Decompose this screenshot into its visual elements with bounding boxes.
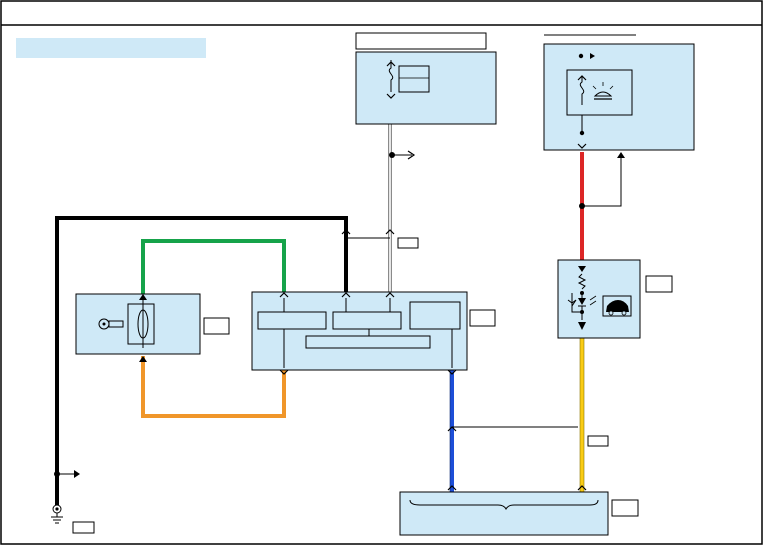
connector-tag-central xyxy=(469,309,496,327)
fuse-box-module xyxy=(355,51,497,125)
ground-icon xyxy=(51,504,63,524)
central-sub-block-3 xyxy=(409,301,461,330)
ignition-coil-frame xyxy=(127,303,155,345)
connector-tag-yellow xyxy=(587,435,609,447)
central-sub-block-2 xyxy=(332,311,402,330)
central-out-arrow-left xyxy=(279,369,289,375)
diode-icon xyxy=(567,293,597,313)
wire-black xyxy=(55,216,348,505)
resistor-icon xyxy=(577,273,587,290)
connector-tag-ignition xyxy=(203,317,230,335)
connector-tag-bottom xyxy=(611,499,639,517)
red-feedback-arrow xyxy=(617,152,625,158)
switch-out-arrow xyxy=(578,322,586,330)
key-icon xyxy=(98,318,124,330)
wire-orange xyxy=(141,356,286,418)
bottom-in-arrow-yellow xyxy=(577,485,587,491)
black-wire-arrow xyxy=(341,229,351,235)
ignition-out-arrow xyxy=(139,356,147,362)
central-arrow-3 xyxy=(385,292,395,298)
splice-arrow-fuse xyxy=(407,150,416,160)
bottom-in-arrow-blue xyxy=(447,485,457,491)
central-out-arrow-right xyxy=(447,369,457,375)
bottom-connector-module xyxy=(399,491,609,536)
car-icon xyxy=(606,300,629,316)
fuse-box-label-tag xyxy=(355,32,487,50)
lamp-output-arrow xyxy=(577,143,587,149)
lamp-inner-box xyxy=(566,69,633,116)
connector-tag-switch xyxy=(645,275,673,293)
gray-wire-arrow xyxy=(385,229,395,235)
fuse-icon-lamp xyxy=(577,75,587,105)
switch-in-arrow xyxy=(578,266,586,272)
lamp-node xyxy=(579,130,585,136)
lamp-icon xyxy=(592,82,614,100)
central-sub-block-1 xyxy=(257,311,327,330)
central-sub-block-bus xyxy=(305,335,431,349)
lamp-panel-dot-icon xyxy=(578,53,584,59)
central-arrow-1 xyxy=(279,292,289,298)
red-feedback-line xyxy=(582,156,622,207)
connector-tag-ground xyxy=(72,521,95,534)
switch-module xyxy=(557,259,641,339)
header-label-box xyxy=(16,38,206,58)
lamp-panel-module xyxy=(543,43,695,151)
bottom-bracket xyxy=(409,499,599,511)
central-arrow-2 xyxy=(341,292,351,298)
connector-tag-gray xyxy=(397,237,419,249)
fuse-label-box xyxy=(398,65,430,93)
lamp-panel-play-icon xyxy=(590,53,595,59)
ignition-in-arrow xyxy=(139,294,147,300)
ground-branch-arrow xyxy=(74,470,80,478)
wire-green xyxy=(141,239,286,296)
car-icon-frame xyxy=(602,295,632,317)
fuse-icon xyxy=(386,60,396,99)
